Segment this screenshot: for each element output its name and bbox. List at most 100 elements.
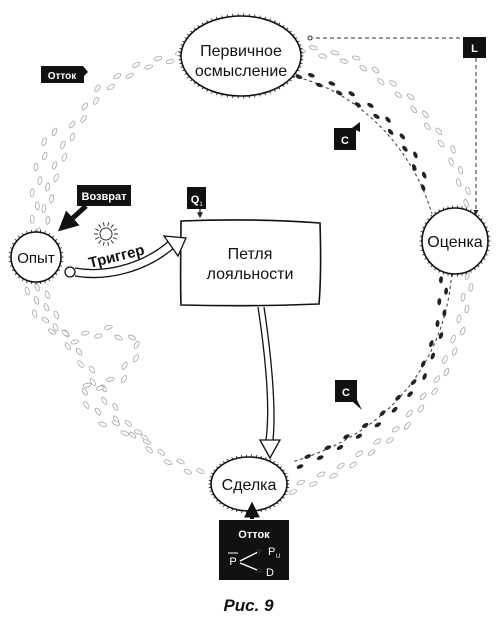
footprint bbox=[81, 387, 88, 396]
footprint bbox=[456, 178, 462, 187]
sun-ray bbox=[94, 237, 100, 240]
footprint bbox=[82, 382, 92, 388]
footprint bbox=[42, 151, 48, 161]
customer-footprint-trail bbox=[24, 45, 474, 495]
outline-tick bbox=[480, 261, 483, 264]
footprint bbox=[41, 204, 47, 213]
footprint bbox=[114, 334, 123, 341]
outline-tick bbox=[273, 89, 276, 92]
outline-tick bbox=[216, 16, 218, 20]
outline-tick bbox=[269, 18, 271, 21]
outline-tick bbox=[430, 214, 433, 218]
footprint bbox=[309, 45, 318, 51]
outline-tick bbox=[21, 278, 24, 282]
outline-tick bbox=[442, 207, 445, 211]
node-evaluation-label: Оценка bbox=[427, 234, 483, 251]
sun-ray bbox=[110, 239, 114, 244]
outline-tick bbox=[430, 264, 433, 268]
outline-tick bbox=[465, 207, 468, 211]
outline-tick bbox=[190, 79, 193, 82]
outline-tick bbox=[477, 264, 480, 268]
footprint bbox=[399, 133, 406, 140]
footprint bbox=[448, 157, 454, 166]
outline-tick bbox=[284, 493, 287, 496]
outline-tick bbox=[11, 242, 15, 245]
q-subscript: 1 bbox=[199, 202, 203, 208]
outline-tick bbox=[461, 206, 463, 209]
footprint bbox=[145, 446, 153, 453]
outline-tick bbox=[292, 76, 295, 79]
outline-tick bbox=[297, 69, 300, 72]
footprint bbox=[317, 471, 326, 477]
footprint bbox=[385, 116, 391, 123]
outline-tick bbox=[211, 472, 214, 475]
outline-tick bbox=[18, 275, 21, 279]
outline-tick bbox=[269, 506, 272, 510]
footprint bbox=[176, 458, 185, 465]
sun-ray bbox=[107, 241, 110, 246]
footprint bbox=[29, 214, 35, 224]
footprint bbox=[144, 64, 153, 70]
footprint bbox=[456, 314, 462, 323]
footprint bbox=[288, 489, 297, 495]
footprint bbox=[43, 303, 50, 312]
outline-tick bbox=[477, 214, 480, 218]
outline-tick bbox=[469, 270, 472, 273]
footprint bbox=[296, 479, 305, 486]
pu-label: P bbox=[268, 546, 275, 558]
footprint bbox=[336, 462, 345, 469]
outline-tick bbox=[442, 271, 445, 275]
outline-tick bbox=[211, 493, 214, 496]
outline-tick bbox=[427, 261, 430, 264]
outline-tick bbox=[187, 76, 190, 79]
outline-tick bbox=[422, 226, 425, 229]
loop-to-deal-arrow bbox=[257, 306, 282, 460]
footprint bbox=[124, 419, 132, 427]
outflow-bottom-label: Отток bbox=[238, 529, 270, 541]
sun-ray bbox=[102, 241, 105, 246]
footprint bbox=[111, 420, 121, 426]
outline-tick bbox=[289, 79, 292, 82]
outline-tick bbox=[182, 69, 185, 72]
outline-tick bbox=[282, 25, 285, 28]
footprint bbox=[69, 132, 76, 142]
c-bottom-dashed-path bbox=[291, 267, 453, 463]
footprint bbox=[35, 201, 40, 211]
outline-tick bbox=[438, 270, 441, 273]
footprint bbox=[132, 354, 139, 363]
footprint bbox=[374, 422, 382, 428]
l-badge: L bbox=[463, 37, 486, 58]
footprint bbox=[406, 409, 413, 418]
footprint bbox=[420, 184, 426, 191]
footprint bbox=[133, 340, 140, 349]
footprint bbox=[80, 330, 90, 336]
outline-tick bbox=[297, 40, 300, 43]
active-path-footprints bbox=[295, 73, 449, 469]
footprint bbox=[406, 93, 415, 100]
sun-ray bbox=[112, 237, 118, 240]
sun-ray bbox=[98, 239, 102, 244]
pu-subscript: U bbox=[276, 554, 280, 560]
footprint bbox=[37, 176, 43, 186]
footprint bbox=[24, 286, 30, 296]
footprint bbox=[348, 91, 355, 97]
outline-tick bbox=[434, 267, 437, 271]
footprint bbox=[413, 151, 418, 159]
outline-tick bbox=[213, 469, 216, 472]
outline-tick bbox=[480, 218, 483, 221]
footprint bbox=[41, 137, 47, 146]
outline-tick bbox=[219, 502, 222, 505]
footprint bbox=[391, 426, 400, 433]
footprint bbox=[34, 296, 40, 305]
footprint bbox=[316, 455, 324, 461]
outline-tick bbox=[482, 257, 486, 260]
outline-tick bbox=[289, 30, 292, 33]
sun-ray bbox=[110, 224, 114, 229]
footprint bbox=[437, 140, 445, 148]
footprint bbox=[355, 450, 363, 457]
footprint bbox=[296, 464, 304, 469]
footprint bbox=[373, 113, 380, 119]
outline-tick bbox=[11, 269, 15, 272]
footprint bbox=[307, 73, 315, 78]
